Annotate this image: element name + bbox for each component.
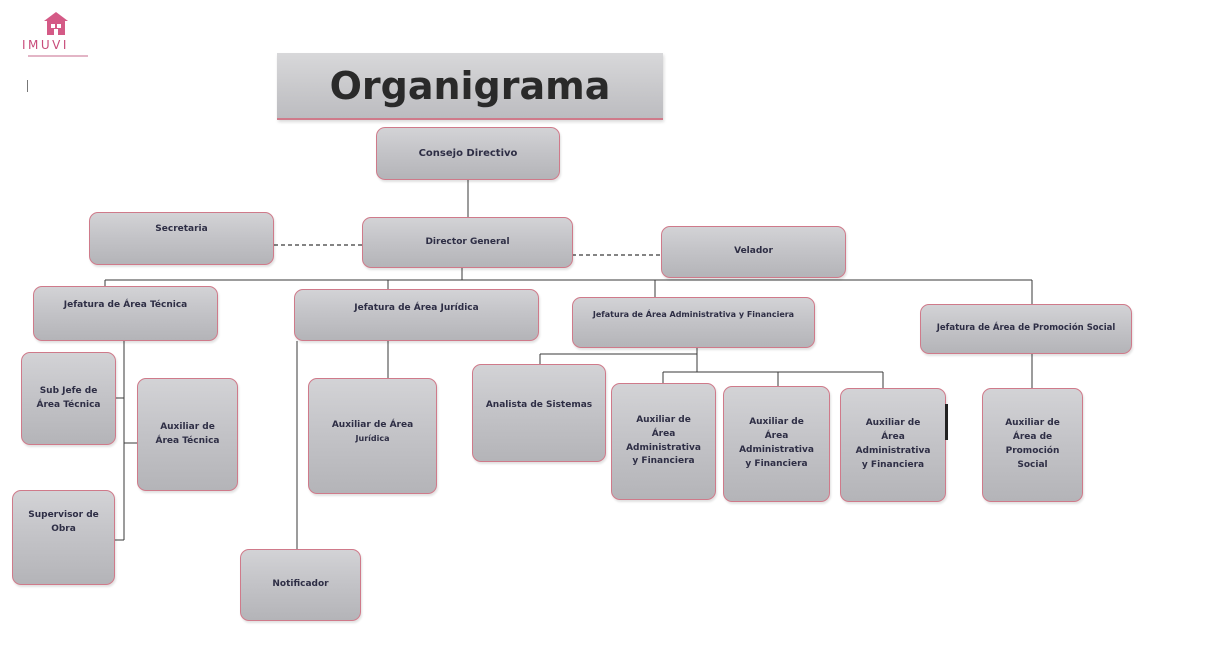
margin-mark: [945, 404, 948, 440]
node-jefatura-juridica: Jefatura de Área Jurídica: [294, 289, 539, 341]
node-secretaria: Secretaria: [89, 212, 274, 265]
node-label: Analista de Sistemas: [485, 400, 593, 410]
node-auxiliar-juridica: Auxiliar de Área Jurídica: [308, 378, 437, 494]
node-jefatura-tecnica: Jefatura de Área Técnica: [33, 286, 218, 341]
logo: IMUVI: [22, 8, 102, 60]
node-label: Director General: [425, 236, 510, 247]
node-label: Auxiliar de Área de Promoción Social: [1005, 418, 1060, 470]
node-label: Auxiliar de Área Administrativa y Financ…: [855, 418, 931, 470]
node-label: Jefatura de Área de Promoción Social: [936, 323, 1116, 334]
margin-tick: [27, 80, 28, 92]
node-label: Sub Jefe de Área Técnica: [36, 385, 101, 410]
node-label: Secretaria: [155, 224, 208, 234]
node-jefatura-promocion: Jefatura de Área de Promoción Social: [920, 304, 1132, 354]
node-label: Jefatura de Área Técnica: [63, 300, 188, 310]
node-label: Supervisor de Obra: [28, 510, 99, 534]
logo-text: IMUVI: [22, 38, 69, 52]
node-auxiliar-administrativa-3: Auxiliar de Área Administrativa y Financ…: [840, 388, 946, 502]
node-label: Jefatura de Área Jurídica: [354, 303, 479, 313]
house-icon: [44, 12, 68, 35]
node-director-general: Director General: [362, 217, 573, 268]
node-auxiliar-promocion: Auxiliar de Área de Promoción Social: [982, 388, 1083, 502]
node-analista-sistemas: Analista de Sistemas: [472, 364, 606, 462]
node-subjefe-tecnica: Sub Jefe de Área Técnica: [21, 352, 116, 445]
node-consejo-directivo: Consejo Directivo: [376, 127, 560, 180]
node-label: Consejo Directivo: [418, 147, 518, 159]
node-auxiliar-tecnica: Auxiliar de Área Técnica: [137, 378, 238, 491]
node-supervisor-obra: Supervisor de Obra: [12, 490, 115, 585]
node-label: Auxiliar de Área Administrativa y Financ…: [626, 414, 701, 467]
node-velador: Velador: [661, 226, 846, 278]
node-notificador: Notificador: [240, 549, 361, 621]
node-label: Auxiliar de Área Técnica: [155, 421, 220, 446]
logo-underline: [28, 55, 88, 57]
node-label: Auxiliar de Área Administrativa y Financ…: [739, 417, 814, 469]
node-label: Velador: [734, 246, 773, 257]
node-label: Jefatura de Área Administrativa y Financ…: [592, 310, 795, 319]
node-label: Notificador: [272, 579, 329, 590]
node-label: Auxiliar de Área Jurídica: [331, 420, 414, 443]
node-auxiliar-administrativa-1: Auxiliar de Área Administrativa y Financ…: [611, 383, 716, 500]
page-title: Organigrama: [277, 53, 663, 120]
node-auxiliar-administrativa-2: Auxiliar de Área Administrativa y Financ…: [723, 386, 830, 502]
node-jefatura-administrativa: Jefatura de Área Administrativa y Financ…: [572, 297, 815, 348]
